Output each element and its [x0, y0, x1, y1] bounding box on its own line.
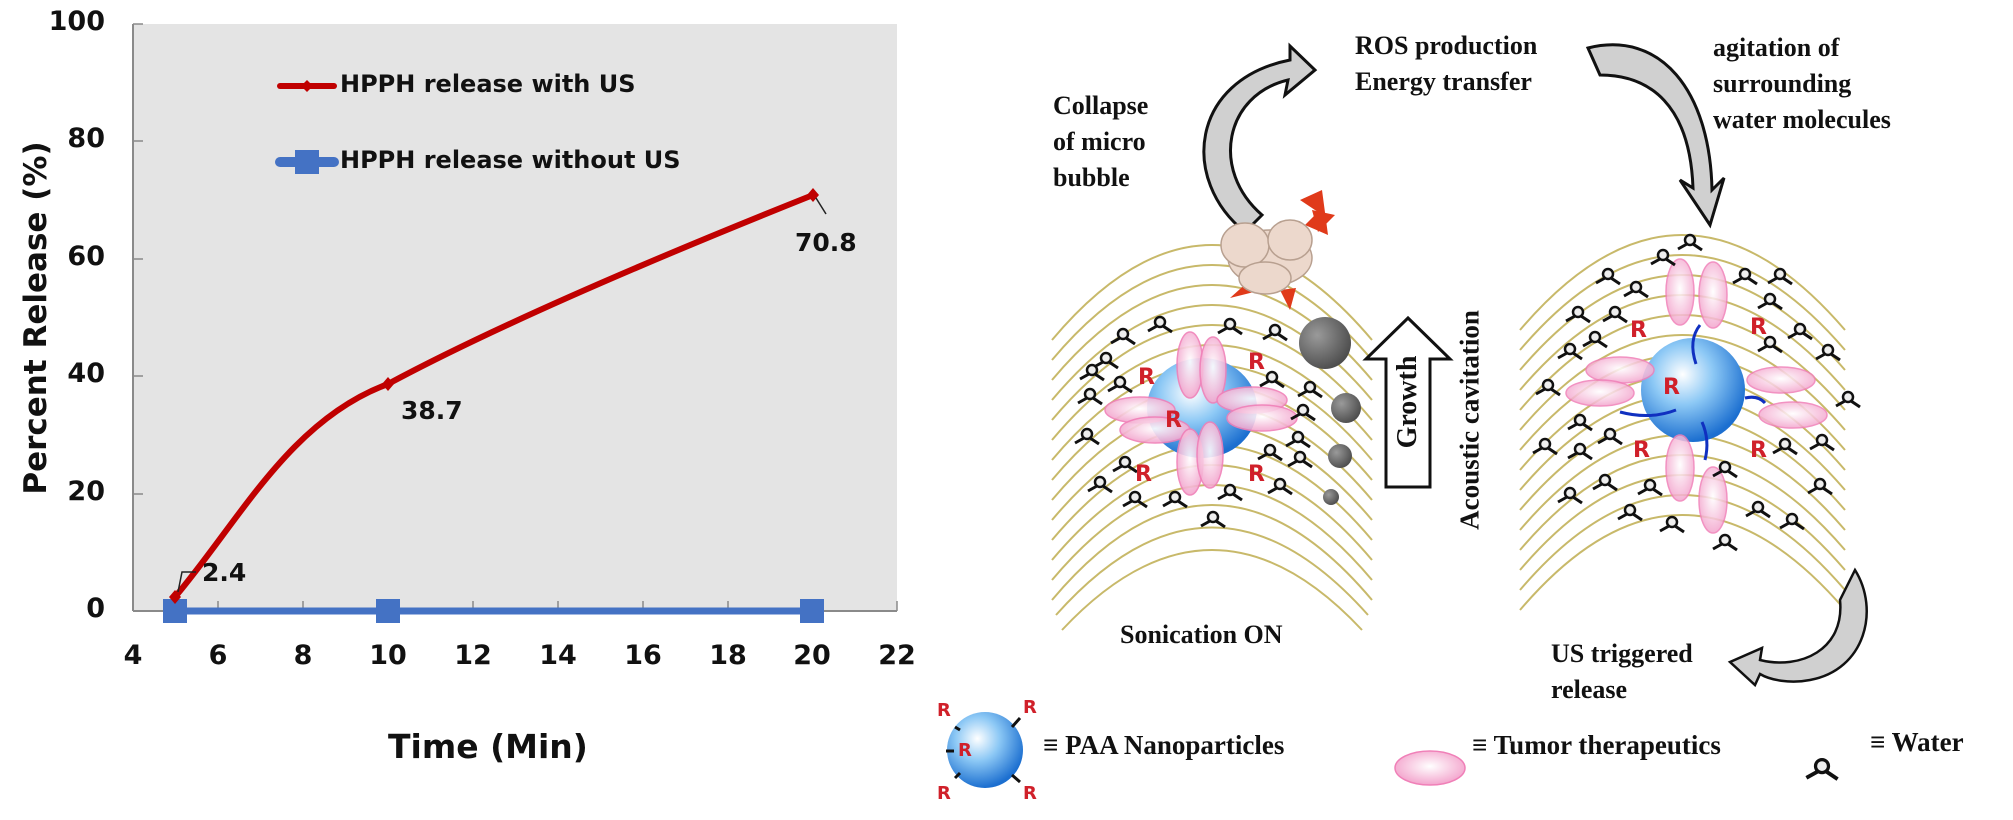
- chart-plot-area: [132, 23, 898, 623]
- agitation-arrow-icon: [1585, 43, 1726, 229]
- r-group-label: R: [1663, 375, 1680, 400]
- x-tick-label: 18: [709, 640, 747, 671]
- square-marker: [376, 599, 400, 623]
- x-tick-label: 12: [454, 640, 492, 671]
- legend-therapeutics-label: ≡ Tumor therapeutics: [1472, 730, 1721, 760]
- x-tick-label: 8: [293, 640, 313, 671]
- x-tick-label: 6: [208, 640, 228, 671]
- growth-label: Growth: [1392, 355, 1423, 449]
- legend-nanoparticle-icon: [946, 712, 1023, 788]
- explosion-icon: [1220, 190, 1335, 310]
- data-label: 2.4: [202, 558, 247, 587]
- series-without-us: [163, 599, 824, 623]
- leader-line-2-4: [177, 571, 196, 593]
- x-axis-title: Time (Min): [388, 727, 588, 766]
- r-group-label: R: [1165, 408, 1182, 433]
- legend-r-label: R: [1023, 783, 1037, 804]
- data-label: 70.8: [795, 228, 857, 257]
- x-tick-label: 20: [793, 640, 831, 671]
- y-tick-label: 80: [67, 123, 105, 154]
- right-nanoparticle-icon: [1565, 258, 1828, 534]
- legend-marker-with-us: [277, 80, 337, 92]
- r-group-label: R: [1248, 462, 1265, 487]
- r-group-label: R: [1750, 438, 1767, 463]
- r-group-label: R: [1248, 350, 1265, 375]
- r-group-label: R: [1750, 315, 1767, 340]
- release-arrow-icon: [1727, 567, 1868, 688]
- growing-bubbles: [1299, 317, 1361, 505]
- square-marker: [800, 599, 824, 623]
- x-tick-label: 14: [539, 640, 577, 671]
- y-axis-ticks: [133, 23, 143, 495]
- r-group-label: R: [1135, 462, 1152, 487]
- legend-label-without-us: HPPH release without US: [340, 146, 681, 174]
- legend-water-icon: [1804, 757, 1840, 782]
- plot-background: [133, 24, 897, 611]
- diamond-marker: [382, 377, 394, 391]
- x-tick-label: 22: [878, 640, 916, 671]
- collapse-arrow-icon: [1202, 42, 1318, 235]
- us-release-label: US triggered release: [1551, 639, 1693, 704]
- diamond-marker: [169, 590, 181, 604]
- growth-arrow-icon: [1362, 315, 1454, 489]
- x-tick-label: 10: [369, 640, 407, 671]
- acoustic-cavitation-label: Acoustic cavitation: [1454, 310, 1485, 530]
- legend-r-label: R: [937, 700, 951, 721]
- r-group-label: R: [1633, 438, 1650, 463]
- agitation-label: agitation of surrounding water molecules: [1713, 33, 1891, 134]
- legend-label-with-us: HPPH release with US: [340, 70, 636, 98]
- left-nanoparticle-icon: [1104, 331, 1298, 496]
- legend-r-label: R: [958, 740, 972, 761]
- ros-label: ROS production Energy transfer: [1355, 31, 1538, 96]
- legend-therapeutic-icon: [1394, 750, 1466, 786]
- legend-r-label: R: [937, 783, 951, 804]
- collapse-label: Collapse of micro bubble: [1053, 91, 1149, 192]
- data-label: 38.7: [401, 396, 463, 425]
- legend-water-label: ≡ Water: [1870, 727, 1964, 757]
- r-group-label: R: [1138, 365, 1155, 390]
- r-group-label: R: [1630, 318, 1647, 343]
- legend-nanoparticle-label: ≡ PAA Nanoparticles: [1043, 730, 1285, 760]
- leader-line-70-8: [815, 197, 827, 215]
- y-tick-label: 60: [67, 241, 105, 272]
- legend-r-label: R: [1023, 697, 1037, 718]
- legend-marker-without-us: [275, 150, 339, 174]
- sonication-label: Sonication ON: [1120, 620, 1283, 649]
- y-tick-label: 0: [86, 593, 105, 624]
- y-tick-label: 100: [48, 6, 105, 37]
- x-tick-label: 16: [624, 640, 662, 671]
- y-tick-label: 20: [67, 476, 105, 507]
- x-tick-label: 4: [123, 640, 143, 671]
- y-tick-label: 40: [67, 358, 105, 389]
